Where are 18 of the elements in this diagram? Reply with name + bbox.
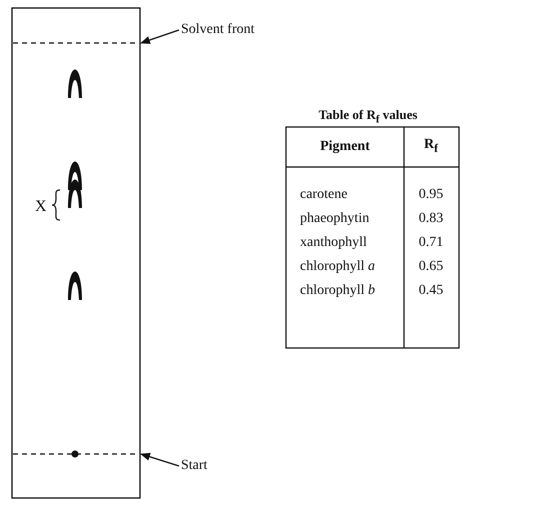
table-cell: chlorophyll b [300,283,376,299]
leader-arrow [140,452,180,467]
table-cell: chlorophyll a [300,259,376,275]
leader-arrow [140,29,180,44]
callout-text: Solvent front [181,22,254,38]
table-cell: phaeophytin [300,211,370,227]
table-cell: 0.71 [418,235,444,251]
table-cell: 0.83 [418,211,444,227]
spot-label: X [35,199,47,215]
table-cell: 0.45 [418,283,444,299]
table-cell: 0.65 [418,259,444,275]
table-cell: xanthophyll [300,235,367,251]
callout-text: Start [181,458,208,474]
column-header: R$_{f}$ [424,137,438,157]
table-title: Table of R$_{f}$ values [318,107,418,128]
column-header: Pigment [320,139,370,155]
table-cell: carotene [300,187,348,203]
table-cell: 0.95 [418,187,444,203]
